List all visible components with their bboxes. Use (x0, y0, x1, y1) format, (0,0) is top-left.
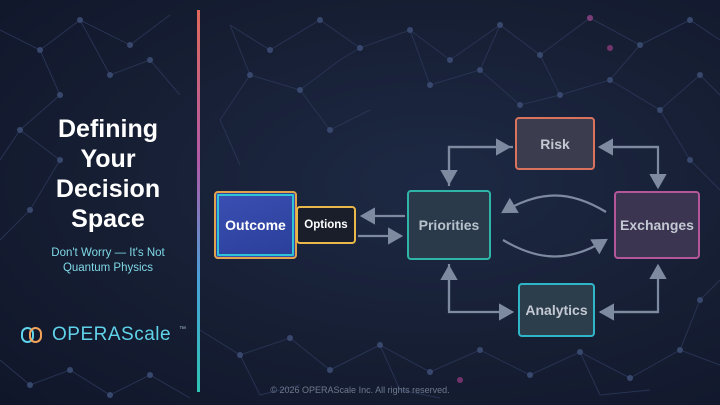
node-outcome-label: Outcome (225, 217, 286, 233)
node-analytics: Analytics (518, 283, 595, 337)
title-line: Defining (58, 115, 158, 143)
node-priorities: Priorities (407, 190, 491, 260)
node-risk: Risk (515, 117, 595, 170)
subtitle-line: Don't Worry — It's Not (51, 247, 165, 259)
slide-title: Defining Your Decision Space (18, 114, 198, 234)
node-outcome: Outcome (214, 191, 297, 259)
arrow-risk-to-priorities (440, 145, 513, 186)
vertical-divider (197, 10, 200, 392)
arrow-priorities-to-analytics (447, 264, 515, 321)
node-options-label: Options (304, 219, 348, 231)
arrow-priorities-to-risk (447, 138, 512, 186)
node-analytics-label: Analytics (525, 302, 588, 318)
arrow-priorities-to-exchanges (502, 238, 608, 258)
node-options: Options (296, 206, 356, 244)
title-line: Your (80, 145, 136, 173)
slide-subtitle: Don't Worry — It's Not Quantum Physics (18, 246, 198, 276)
trademark-symbol: ™ (179, 325, 187, 333)
brand-name: OPERAScale (52, 324, 172, 345)
arrow-risk-to-exchanges (601, 145, 667, 190)
connector-lines (358, 138, 667, 321)
arrow-analytics-to-exchanges (600, 263, 667, 314)
node-risk-label: Risk (540, 135, 570, 152)
linked-rings-icon (21, 327, 42, 343)
title-line: Decision (55, 175, 161, 203)
node-exchanges-label: Exchanges (620, 217, 694, 233)
title-line: Space (71, 205, 145, 233)
subtitle-line: Quantum Physics (62, 262, 154, 274)
node-exchanges: Exchanges (614, 191, 700, 259)
copyright-footer: © 2026 OPERAScale Inc. All rights reserv… (270, 385, 450, 395)
node-priorities-label: Priorities (418, 217, 480, 233)
brand-logo: OPERAScale ™ (20, 322, 186, 348)
arrow-exchanges-to-priorities (501, 194, 607, 214)
